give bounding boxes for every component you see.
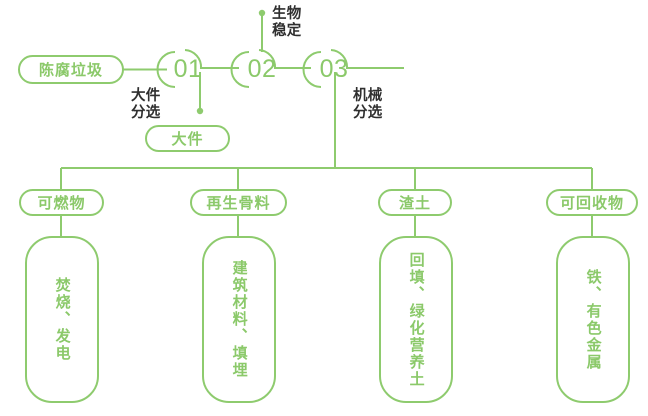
bio-branch-dot bbox=[258, 9, 266, 17]
output-pill-label-1[interactable]: 可燃物 bbox=[37, 195, 86, 212]
node-01-right-arc bbox=[184, 49, 239, 69]
detail-box-4[interactable]: 铁、有色金属 bbox=[557, 237, 629, 402]
detail-box-3[interactable]: 回填、绿化营养土 bbox=[380, 237, 452, 402]
detail-box-shape-4 bbox=[556, 236, 630, 403]
stage-number-03[interactable]: 03 bbox=[319, 55, 349, 83]
stage-note-03: 机械 分选 bbox=[353, 88, 383, 122]
detail-box-shape-2 bbox=[202, 236, 276, 403]
stage-number-02[interactable]: 02 bbox=[247, 55, 277, 83]
output-pill-label-3[interactable]: 渣土 bbox=[398, 195, 431, 212]
node-03-left-arc bbox=[302, 51, 322, 88]
stage-note-01: 大件 分选 bbox=[131, 88, 161, 122]
detail-text-1: 焚烧、发电 bbox=[53, 277, 71, 362]
source-pill-label[interactable]: 陈腐垃圾 bbox=[38, 62, 103, 79]
stage-note-02: 生物 稳定 bbox=[272, 6, 302, 40]
bulky-branch-dot bbox=[196, 107, 204, 115]
detail-text-3: 回填、绿化营养土 bbox=[407, 251, 425, 388]
node-02-left-arc bbox=[230, 51, 250, 88]
detail-text-4: 铁、有色金属 bbox=[584, 268, 602, 371]
detail-box-2[interactable]: 建筑材料、填埋 bbox=[203, 237, 275, 402]
node-01-left-arc bbox=[156, 51, 176, 88]
output-pill-label-4[interactable]: 可回收物 bbox=[559, 195, 624, 212]
detail-text-2: 建筑材料、填埋 bbox=[230, 260, 248, 379]
node-03-right-arc bbox=[330, 49, 404, 69]
bulky-pill-shape bbox=[145, 125, 230, 152]
detail-box-1[interactable]: 焚烧、发电 bbox=[26, 237, 98, 402]
stage-number-01[interactable]: 01 bbox=[173, 55, 203, 83]
output-pill-label-2[interactable]: 再生骨料 bbox=[206, 195, 271, 212]
detail-box-shape-1 bbox=[25, 236, 99, 403]
stage-output-pill-label-01[interactable]: 大件 bbox=[171, 131, 204, 148]
detail-box-shape-3 bbox=[379, 236, 453, 403]
